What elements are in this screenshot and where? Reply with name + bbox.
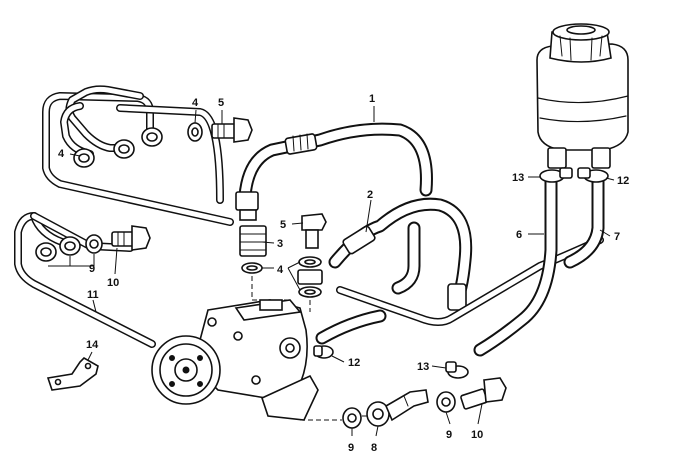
callout-5-center: 5 (280, 219, 286, 231)
callout-13-lower: 13 (417, 361, 429, 373)
callout-5-upper: 5 (218, 97, 224, 109)
banjo-bolt-5-center (301, 213, 327, 249)
bolt-10-right (460, 377, 507, 410)
callout-11: 11 (87, 289, 99, 301)
callout-labels: 1 2 3 4 4 4 5 5 6 7 8 9 9 9 10 10 11 12 … (58, 93, 629, 454)
callout-14: 14 (86, 339, 99, 351)
callout-13-top: 13 (512, 172, 524, 184)
callout-9-lower-right: 9 (446, 429, 452, 441)
callout-10-right: 10 (471, 429, 483, 441)
banjo-fitting-8 (366, 389, 429, 427)
hose-1 (235, 122, 433, 221)
bolt-10-left (111, 225, 151, 251)
hose-2 (328, 197, 473, 311)
pipe-11 (14, 212, 156, 348)
washers-4-right (297, 256, 323, 298)
callout-3: 3 (277, 238, 283, 250)
callout-1: 1 (369, 93, 375, 105)
bracket-14 (46, 357, 99, 391)
callout-12-lower: 12 (348, 357, 360, 369)
callout-9-left: 9 (89, 263, 95, 275)
washer-9-lower-right (436, 391, 456, 413)
steering-pump (151, 299, 319, 421)
callout-4-center: 4 (277, 264, 284, 276)
banjo-bolt-5-upper (211, 117, 253, 143)
hose-clamp-13-top (539, 167, 573, 183)
callout-2: 2 (367, 189, 373, 201)
callout-8: 8 (371, 442, 377, 454)
fluid-reservoir (536, 23, 629, 169)
union-fitting-3 (239, 225, 267, 257)
callout-4-left: 4 (58, 148, 65, 160)
upper-left-pipes (42, 85, 234, 226)
washer-9-lower-left (342, 407, 362, 429)
callout-7: 7 (614, 231, 620, 243)
hose-7 (563, 171, 605, 269)
hose-6 (473, 171, 558, 357)
leader-lines (48, 106, 615, 437)
callout-9-lower-left: 9 (348, 442, 354, 454)
callout-12-top: 12 (617, 175, 629, 187)
hose-clamp-12-top (577, 167, 609, 183)
hose-clamp-12-lower (313, 345, 334, 359)
callout-10-left: 10 (107, 277, 119, 289)
washer-4-upper (187, 122, 203, 142)
callout-6: 6 (516, 229, 522, 241)
callout-4-upper: 4 (192, 97, 199, 109)
return-pipe (315, 236, 604, 345)
washer-4-center (241, 262, 263, 274)
hose-clamp-13-lower (445, 361, 469, 379)
